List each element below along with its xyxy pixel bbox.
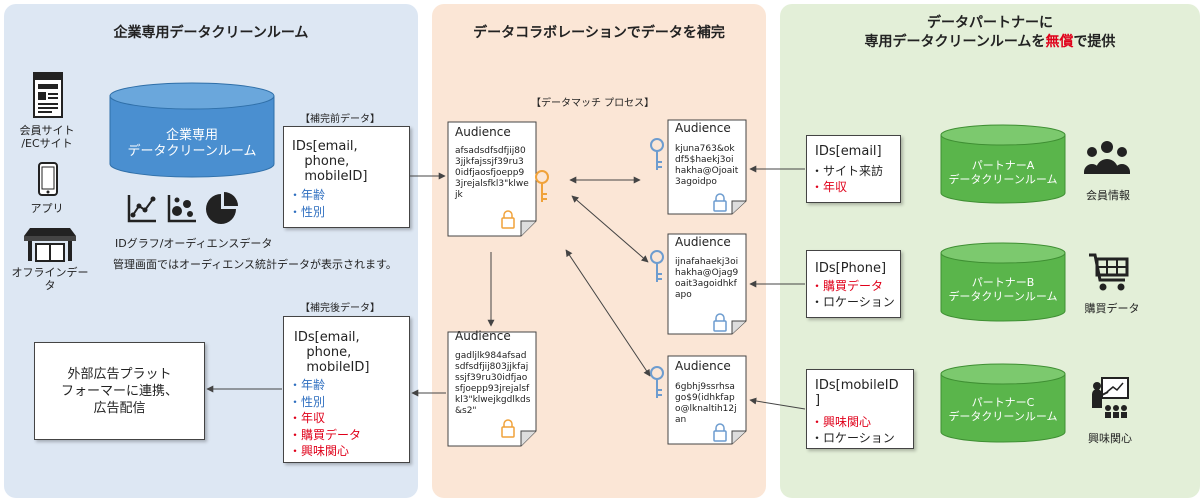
- after-data-label: 【補完後データ】: [300, 303, 380, 314]
- partner-a-cylinder-label: パートナーA データクリーンルーム: [948, 159, 1058, 186]
- audience-doc-before-title: Audience: [455, 125, 511, 139]
- arrow-match-c: [565, 249, 651, 377]
- after-attr-income: ・年収: [289, 411, 326, 425]
- before-data-label: 【補完前データ】: [300, 114, 380, 125]
- graph-caption: IDグラフ/オーディエンスデータ: [115, 237, 273, 250]
- key-icon: [650, 138, 664, 170]
- partner-b-attr-purchase: ・購買データ: [811, 279, 884, 293]
- partner-a-attr-visit: ・サイト来訪: [811, 164, 884, 178]
- partner-c-ids-box: IDs[mobileID ] ・興味関心 ・ロケーション: [806, 369, 914, 449]
- partner-b-ids-box: IDs[Phone] ・購買データ ・ロケーション: [806, 250, 901, 318]
- icon-label-offline: オフラインデー タ: [11, 266, 89, 292]
- partner-b-attr-location: ・ロケーション: [811, 295, 895, 309]
- browser-window-icon: [33, 72, 63, 118]
- audience-doc-c-title: Audience: [675, 359, 731, 373]
- audience-doc-after-title: Audience: [455, 329, 511, 343]
- presentation-icon: [1092, 377, 1129, 418]
- partner-a-ids: IDs[email]: [815, 144, 882, 159]
- right-header-emphasis: 無償: [1045, 34, 1074, 50]
- after-data-box: IDs[email, phone, mobileID] ・年齢 ・性別 ・年収 …: [283, 316, 410, 463]
- storefront-icon: [24, 228, 76, 262]
- right-header-line2: 専用データクリーンルームを無償で提供: [780, 33, 1200, 52]
- partner-a-attr-income: ・年収: [811, 180, 848, 194]
- audience-doc-c-text: 6gbhj9ssrhsago$9(idhkfapo@lknaltih12jan: [675, 382, 737, 425]
- partner-b-cylinder-label: パートナーB データクリーンルーム: [948, 276, 1058, 303]
- arrow-match-b: [571, 195, 649, 263]
- partner-c-cylinder-label: パートナーC データクリーンルーム: [948, 396, 1058, 423]
- after-ids: IDs[email, phone, mobileID]: [294, 330, 370, 375]
- external-ad-platform-text: 外部広告プラット フォーマーに連携、 広告配信: [60, 366, 178, 416]
- partner-c-attr-location: ・ロケーション: [811, 431, 895, 445]
- middle-panel-header: データコラボレーションでデータを補完: [473, 25, 725, 41]
- audience-doc-a: [667, 119, 747, 215]
- padlock-icon: [713, 193, 727, 212]
- partner-c-attr-interest: ・興味関心: [811, 415, 872, 429]
- partner-c-ids: IDs[mobileID ]: [815, 378, 899, 408]
- audience-doc-c: [667, 355, 747, 445]
- before-ids: IDs[email, phone, mobileID]: [292, 139, 368, 184]
- after-attr-gender: ・性別: [289, 395, 326, 409]
- partner-b-ids: IDs[Phone]: [815, 261, 887, 276]
- partner-b-cylinder: [940, 242, 1066, 322]
- padlock-icon: [501, 419, 515, 438]
- icon-label-app: アプリ: [30, 202, 64, 215]
- audience-doc-after: [447, 331, 537, 447]
- smartphone-icon: [38, 162, 58, 196]
- arrow-partner-c: [749, 397, 806, 410]
- right-header-post: で提供: [1073, 34, 1116, 50]
- data-match-process-label: 【データマッチ プロセス】: [531, 98, 655, 109]
- partner-b-icon-label: 購買データ: [1084, 302, 1140, 315]
- audience-doc-a-text: kjuna763&okdf5$haekj3oihakha@Ojoait3agoi…: [675, 144, 739, 187]
- stats-note: 管理画面ではオーディエンス統計データが表示されます。: [113, 258, 397, 271]
- company-cleanroom-cylinder: [109, 82, 275, 178]
- after-attr-age: ・年齢: [289, 378, 326, 392]
- partner-a-icon-label: 会員情報: [1086, 189, 1130, 202]
- key-icon: [650, 250, 664, 282]
- padlock-icon: [713, 423, 727, 442]
- after-attr-purchase: ・購買データ: [289, 428, 362, 442]
- audience-doc-b-title: Audience: [675, 235, 731, 249]
- audience-doc-before: [447, 121, 537, 237]
- partner-c-cylinder: [940, 363, 1066, 443]
- partner-c-icon-label: 興味関心: [1088, 432, 1132, 445]
- line-graph-icon: [127, 195, 156, 223]
- key-icon: [650, 366, 664, 398]
- right-header-pre: 専用データクリーンルームを: [864, 34, 1046, 50]
- audience-doc-b-text: ijnafahaekj3oihakha@Ojag9oait3agoidhkfap…: [675, 257, 739, 300]
- left-panel-header: 企業専用データクリーンルーム: [113, 25, 309, 41]
- before-attr-age: ・年齢: [289, 188, 326, 202]
- audience-doc-a-title: Audience: [675, 121, 731, 135]
- audience-doc-after-text: gadljlk984afsadsdfsdfjij803jjkfajssjf39r…: [455, 351, 531, 416]
- audience-doc-before-text: afsadsdfsdfjij803jjkfajssjf39ru30idfjaos…: [455, 146, 529, 200]
- before-attr-gender: ・性別: [289, 205, 326, 219]
- padlock-icon: [501, 210, 515, 229]
- people-group-icon: [1084, 141, 1130, 174]
- key-icon: [535, 170, 549, 202]
- company-cleanroom-label: 企業専用 データクリーンルーム: [127, 128, 257, 159]
- external-ad-platform-box: 外部広告プラット フォーマーに連携、 広告配信: [34, 342, 205, 440]
- pie-chart-icon: [206, 192, 238, 224]
- padlock-icon: [713, 313, 727, 332]
- scatter-plot-icon: [167, 195, 196, 223]
- audience-doc-b: [667, 233, 747, 335]
- shopping-cart-icon: [1089, 253, 1129, 291]
- right-header-line1: データパートナーに: [927, 15, 1053, 31]
- before-data-box: IDs[email, phone, mobileID] ・年齢 ・性別: [283, 126, 410, 228]
- partner-a-cylinder: [940, 124, 1066, 204]
- right-panel-header: データパートナーに 専用データクリーンルームを無償で提供: [780, 14, 1200, 52]
- after-attr-interest: ・興味関心: [289, 444, 350, 458]
- icon-label-website: 会員サイト /ECサイト: [19, 124, 75, 150]
- partner-a-ids-box: IDs[email] ・サイト来訪 ・年収: [806, 135, 901, 203]
